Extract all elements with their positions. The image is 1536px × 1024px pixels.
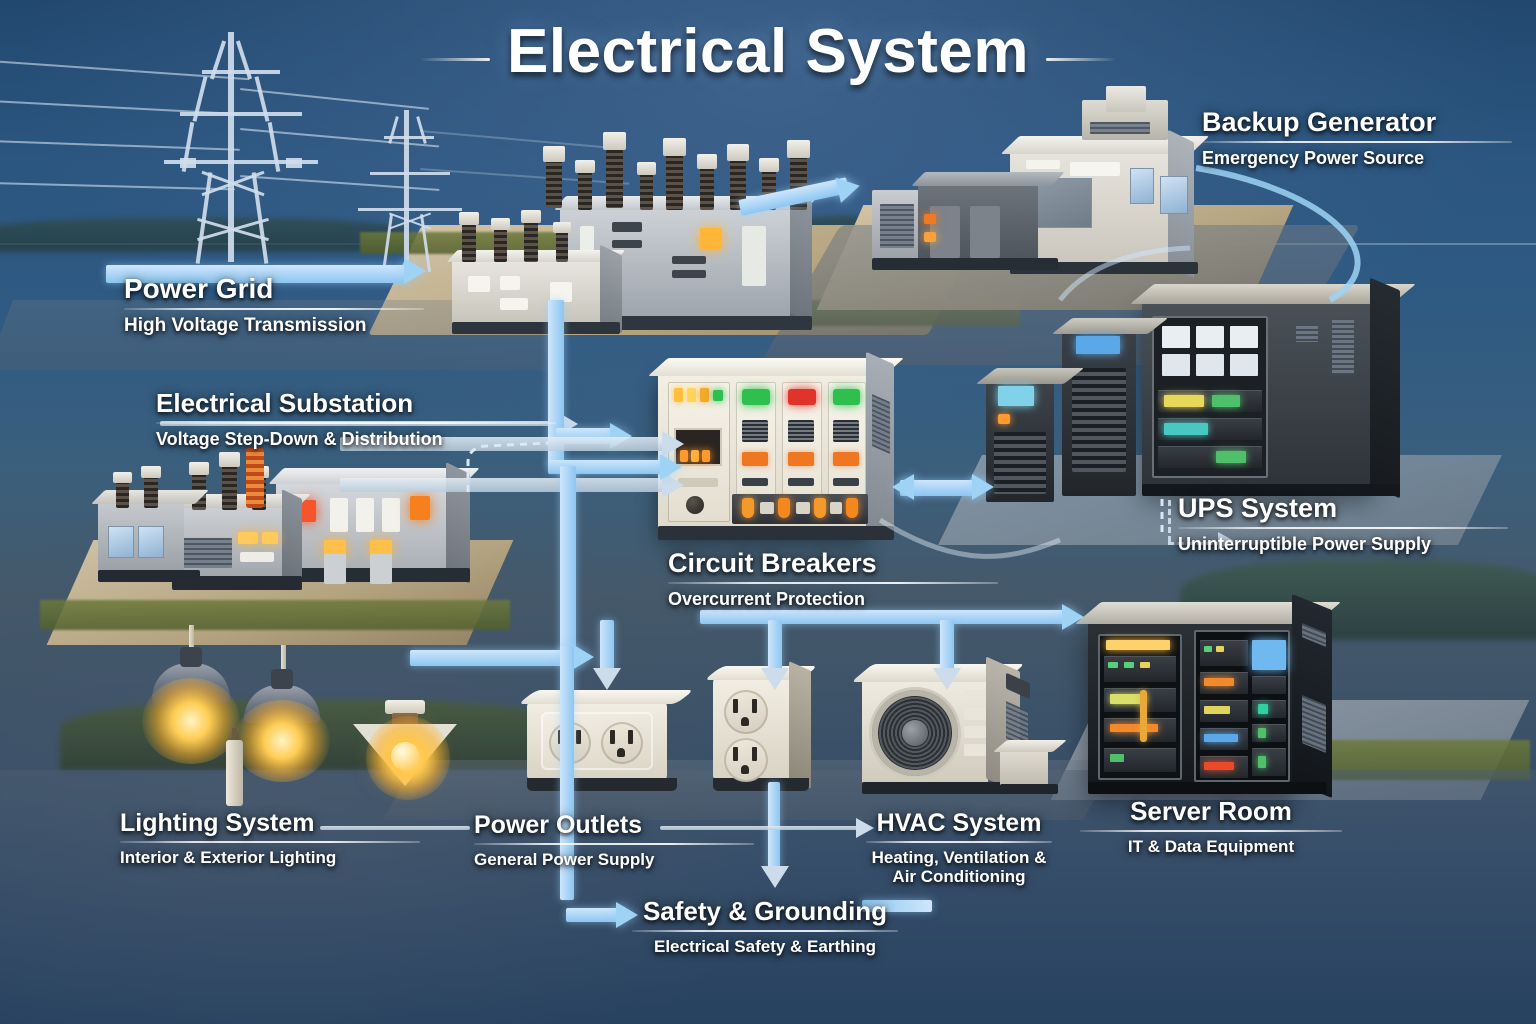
label-backup-generator-subtitle: Emergency Power Source: [1202, 148, 1425, 169]
label-safety-grounding[interactable]: Safety & Grounding Electrical Safety & E…: [632, 896, 898, 957]
label-power-grid-title: Power Grid: [124, 273, 274, 304]
label-power-outlets-subtitle: General Power Supply: [474, 850, 655, 870]
label-power-grid[interactable]: Power Grid High Voltage Transmission: [124, 274, 424, 337]
label-electrical-substation[interactable]: Electrical Substation Voltage Step-Down …: [156, 388, 556, 450]
flow-breakers-to-server: [700, 610, 1070, 624]
label-rule: [1080, 830, 1342, 833]
label-server-room-subtitle: IT & Data Equipment: [1127, 837, 1295, 857]
label-lighting-system-title: Lighting System: [120, 809, 315, 837]
label-circuit-breakers[interactable]: Circuit Breakers Overcurrent Protection: [668, 549, 998, 610]
label-power-outlets[interactable]: Power Outlets General Power Supply: [474, 812, 754, 869]
label-rule: [866, 841, 1052, 844]
label-rule: [668, 582, 998, 585]
transmission-tower-large: [150, 32, 330, 264]
label-safety-grounding-subtitle: Electrical Safety & Earthing: [653, 937, 877, 957]
label-power-grid-subtitle: High Voltage Transmission: [124, 315, 367, 337]
label-lighting-system-subtitle: Interior & Exterior Lighting: [120, 848, 337, 868]
label-server-room[interactable]: Server Room IT & Data Equipment: [1080, 796, 1342, 857]
label-ups-system-subtitle: Uninterruptible Power Supply: [1178, 534, 1432, 555]
label-rule: [632, 930, 898, 933]
label-backup-generator[interactable]: Backup Generator Emergency Power Source: [1202, 108, 1512, 169]
label-circuit-breakers-title: Circuit Breakers: [668, 548, 877, 578]
label-electrical-substation-title: Electrical Substation: [156, 388, 414, 418]
label-electrical-substation-subtitle: Voltage Step-Down & Distribution: [156, 429, 443, 450]
label-hvac-system[interactable]: HVAC System Heating, Ventilation & Air C…: [866, 810, 1052, 886]
label-hvac-system-subtitle: Heating, Ventilation & Air Conditioning: [871, 848, 1047, 887]
label-server-room-title: Server Room: [1130, 796, 1292, 826]
label-rule: [156, 422, 556, 425]
flow-grid-to-substation: [106, 265, 406, 283]
label-circuit-breakers-subtitle: Overcurrent Protection: [668, 589, 866, 610]
flow-breakers-to-ups: [900, 480, 980, 496]
title-dash-right: [1046, 58, 1116, 61]
label-rule: [120, 841, 420, 844]
label-rule: [474, 843, 754, 846]
title-dash-left: [420, 58, 490, 61]
label-backup-generator-title: Backup Generator: [1202, 107, 1437, 137]
label-safety-grounding-title: Safety & Grounding: [642, 896, 888, 926]
label-rule: [124, 308, 424, 311]
label-hvac-system-title: HVAC System: [876, 809, 1042, 837]
transmission-tower-small: [352, 110, 470, 272]
label-rule: [1202, 141, 1512, 144]
page-title: Electrical System: [0, 16, 1536, 87]
page-title-text: Electrical System: [506, 17, 1030, 86]
label-rule: [1178, 527, 1508, 530]
label-power-outlets-title: Power Outlets: [474, 811, 643, 839]
label-ups-system-title: UPS System: [1178, 493, 1338, 523]
label-lighting-system[interactable]: Lighting System Interior & Exterior Ligh…: [120, 810, 420, 867]
label-ups-system[interactable]: UPS System Uninterruptible Power Supply: [1178, 494, 1508, 555]
